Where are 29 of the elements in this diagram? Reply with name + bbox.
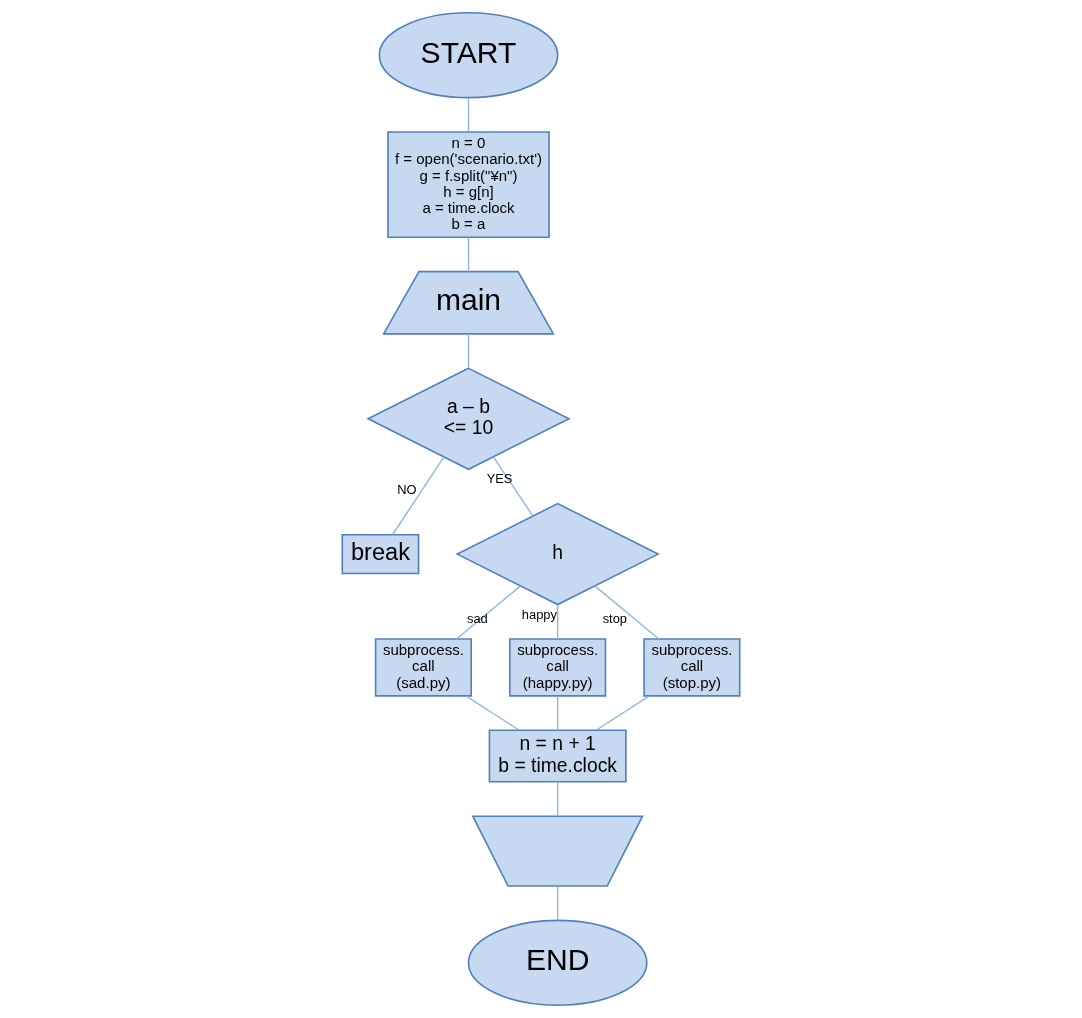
connector <box>467 97 470 133</box>
node-diamond: a – b <= 10 <box>366 367 571 471</box>
node-ellipse: END <box>467 919 648 1007</box>
node-box: subprocess. call (stop.py) <box>643 638 741 697</box>
edge-label: stop <box>602 611 628 627</box>
node-box: subprocess. call (happy.py) <box>509 638 607 697</box>
node-box: break <box>341 533 420 575</box>
edge-label: NO <box>397 482 417 498</box>
connector <box>392 456 445 536</box>
node-trapezoid <box>471 815 644 887</box>
connector <box>556 695 559 731</box>
edge-label: YES <box>486 470 513 486</box>
connector <box>455 585 521 640</box>
connector <box>465 695 520 731</box>
connector <box>556 781 559 817</box>
node-box: n = 0 f = open('scenario.txt') g = f.split("¥n") h = g[n] a = time.clock b = a <box>387 131 550 239</box>
connector <box>595 695 650 731</box>
connector <box>594 585 660 640</box>
connector <box>492 456 534 517</box>
edge-label: happy <box>521 606 557 622</box>
node-box: n = n + 1 b = time.clock <box>488 729 627 783</box>
connector <box>467 333 470 369</box>
connector <box>467 236 470 273</box>
node-box: subprocess. call (sad.py) <box>374 638 472 697</box>
edge-label: sad <box>466 611 488 627</box>
node-ellipse: START <box>378 11 559 99</box>
connector <box>556 885 559 922</box>
connector <box>556 604 559 640</box>
node-diamond: h <box>455 502 660 606</box>
